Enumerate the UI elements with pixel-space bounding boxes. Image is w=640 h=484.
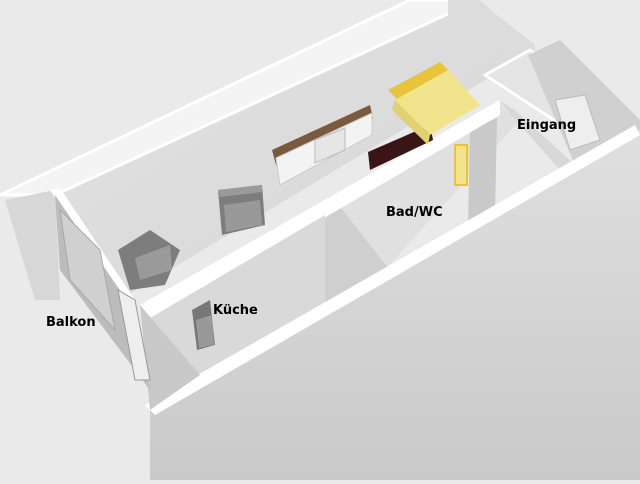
tv-panel	[368, 125, 433, 170]
kitchen-left-wall	[140, 305, 200, 410]
window-icon	[59, 208, 116, 332]
label-bad-wc: Bad/WC	[386, 205, 443, 220]
armchair-icon	[118, 230, 180, 290]
sideboard-icon	[272, 105, 373, 186]
door-icon	[554, 94, 601, 151]
balcony-door	[117, 289, 151, 381]
bed-icon	[388, 62, 480, 186]
label-eingang: Eingang	[517, 118, 576, 133]
bad-wc-door-frame	[468, 118, 497, 225]
armchair-icon	[192, 300, 215, 350]
right-upper-wall	[448, 0, 535, 75]
front-wall	[150, 130, 640, 480]
kitchen-wall-face	[150, 215, 325, 380]
bad-wc-side-wall	[320, 200, 388, 310]
kitchen-top-wall	[140, 100, 500, 320]
back-wall-face	[5, 190, 60, 300]
bad-wc-right-wall	[498, 100, 575, 170]
label-balkon: Balkon	[46, 315, 96, 330]
armchair-icon	[218, 185, 265, 235]
front-wall-top	[145, 125, 640, 415]
label-kueche: Küche	[213, 303, 258, 318]
